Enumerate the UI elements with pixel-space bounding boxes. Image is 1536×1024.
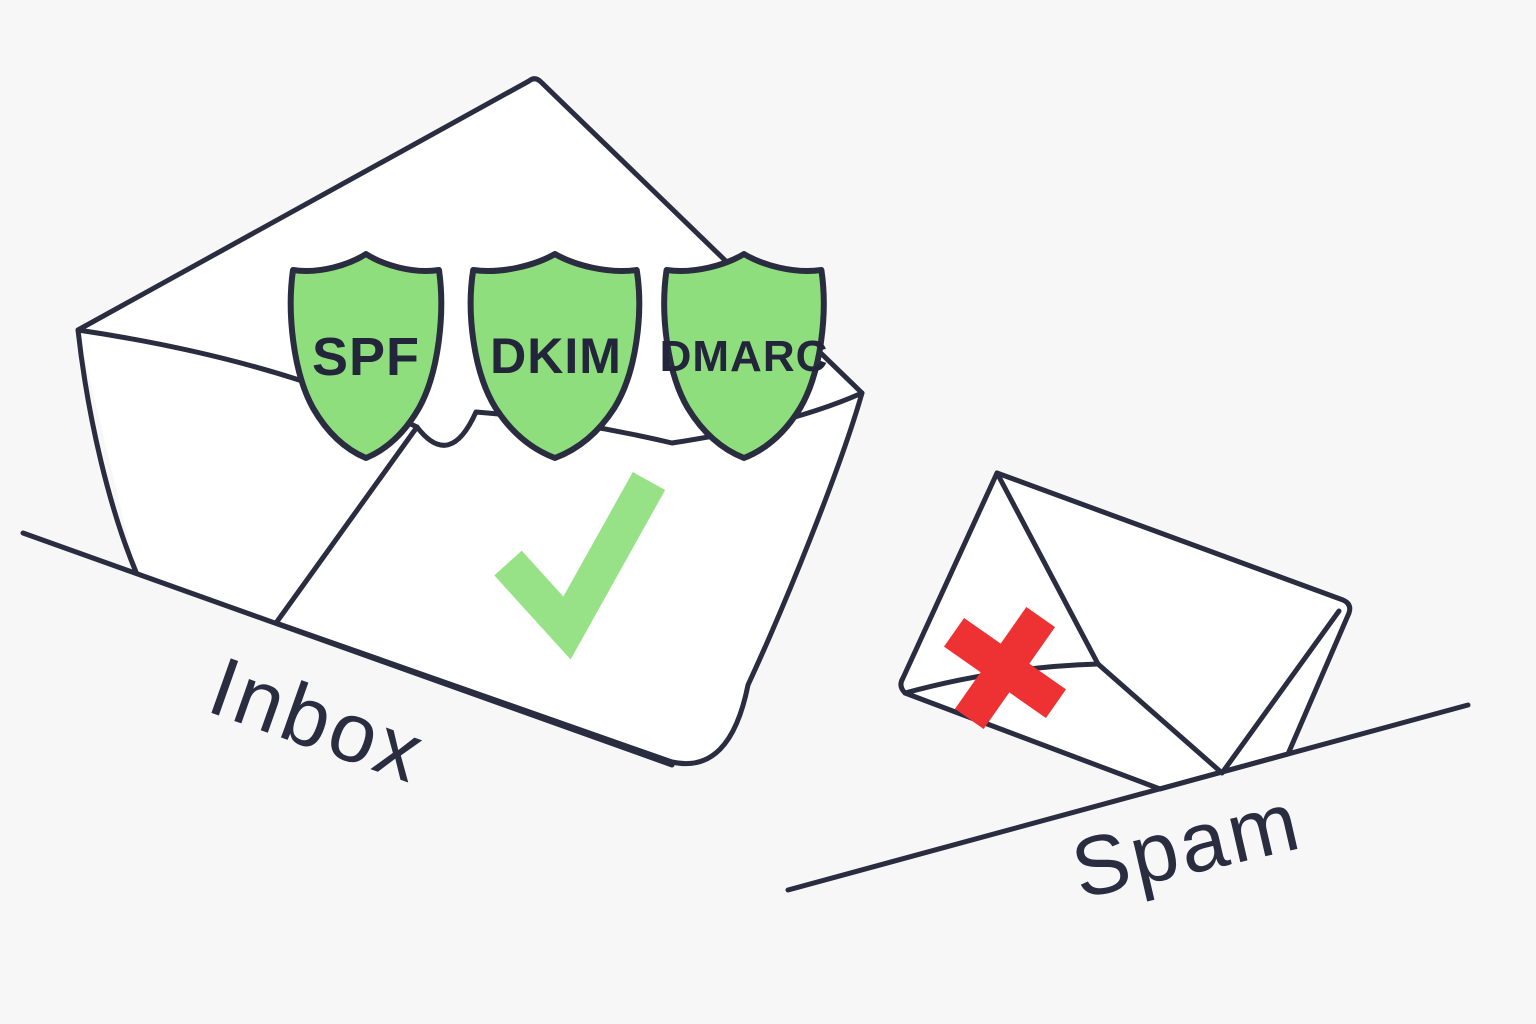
envelope-back-left-edge <box>75 327 139 575</box>
dkim-shield-label: DKIM <box>490 328 622 384</box>
check-icon <box>494 471 666 660</box>
cross-icon <box>943 606 1067 730</box>
dmarc-shield-icon <box>664 254 823 458</box>
letter-outline <box>273 390 865 766</box>
spf-shield-label: SPF <box>312 327 420 387</box>
auth-shields-group: SPF DKIM DMARC <box>287 251 829 461</box>
dkim-shield-icon <box>471 254 639 458</box>
spam-envelope-silhouette <box>900 473 1350 789</box>
spam-envelope-group <box>785 470 1471 893</box>
dmarc-shield-label: DMARC <box>660 332 829 381</box>
inbox-envelope-group <box>20 76 865 768</box>
spf-shield-icon <box>287 251 445 461</box>
spam-envelope-outline <box>898 470 1353 792</box>
spam-envelope-flap-fold <box>994 470 1101 667</box>
spam-shelf-line <box>785 702 1471 893</box>
